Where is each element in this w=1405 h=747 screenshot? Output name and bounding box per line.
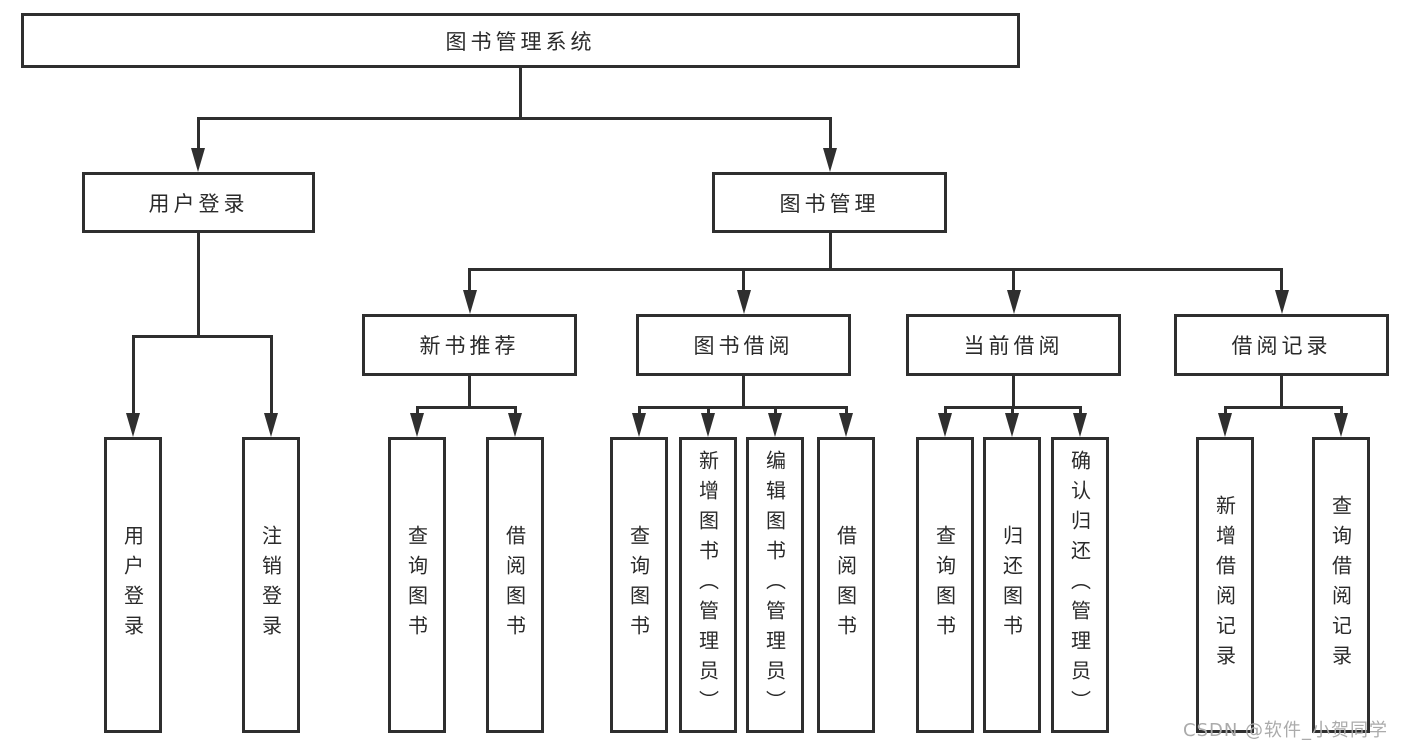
node-current-borrowing: 当前借阅 <box>906 314 1121 376</box>
connector-line <box>1012 376 1015 409</box>
arrow-down <box>823 148 837 172</box>
arrow-down <box>1006 290 1021 314</box>
arrow-down <box>126 413 140 437</box>
arrow-down <box>632 413 646 437</box>
leaf-query-books-borrowing-label: 查询图书 <box>626 525 651 645</box>
node-book-borrowing: 图书借阅 <box>636 314 851 376</box>
connector-line <box>519 68 522 118</box>
leaf-query-borrow-record-label: 查询借阅记录 <box>1328 495 1353 675</box>
arrow-down <box>1005 413 1019 437</box>
connector-line <box>637 405 641 420</box>
connector-line <box>1280 376 1283 409</box>
connector-line <box>269 334 273 418</box>
connector-line <box>468 376 471 409</box>
arrow-down <box>1334 413 1348 437</box>
connector-line <box>742 376 745 409</box>
arrow-down <box>191 148 205 172</box>
connector-line <box>706 405 710 420</box>
leaf-add-books-admin-label: 新增图书（管理员） <box>695 450 720 720</box>
node-borrowing-records: 借阅记录 <box>1174 314 1389 376</box>
connector-line <box>637 405 848 409</box>
leaf-query-books-recommend-label: 查询图书 <box>404 525 429 645</box>
leaf-confirm-return-admin: 确认归还（管理员） <box>1051 437 1109 733</box>
leaf-query-books-current-label: 查询图书 <box>932 525 957 645</box>
node-book-management-label: 图书管理 <box>779 191 880 216</box>
node-book-management: 图书管理 <box>712 172 947 233</box>
node-borrowing-records-label: 借阅记录 <box>1231 334 1332 358</box>
connector-line <box>1223 405 1343 409</box>
leaf-borrow-books-recommend: 借阅图书 <box>486 437 544 733</box>
connector-line <box>943 405 947 420</box>
connector-line <box>844 405 848 420</box>
connector-line <box>1223 405 1227 420</box>
connector-line <box>131 334 273 338</box>
connector-line <box>828 116 832 153</box>
node-user-login: 用户登录 <box>82 172 315 233</box>
node-new-book-recommend-label: 新书推荐 <box>419 334 520 358</box>
arrow-down <box>938 413 952 437</box>
arrow-down <box>1073 413 1087 437</box>
connector-line <box>742 267 745 296</box>
arrow-down <box>462 290 477 314</box>
arrow-down <box>736 290 751 314</box>
arrow-down <box>701 413 715 437</box>
leaf-borrow-books-label: 借阅图书 <box>833 525 858 645</box>
connector-line <box>828 233 832 270</box>
connector-line <box>513 405 517 420</box>
arrow-down <box>1218 413 1232 437</box>
leaf-add-books-admin: 新增图书（管理员） <box>679 437 737 733</box>
leaf-query-books-current: 查询图书 <box>916 437 974 733</box>
node-library-system-label: 图书管理系统 <box>445 29 596 54</box>
connector-line <box>196 116 200 153</box>
node-new-book-recommend: 新书推荐 <box>362 314 577 376</box>
node-current-borrowing-label: 当前借阅 <box>963 334 1064 358</box>
leaf-return-books: 归还图书 <box>983 437 1041 733</box>
leaf-logout-label: 注销登录 <box>258 525 283 645</box>
arrow-down <box>264 413 278 437</box>
leaf-return-books-label: 归还图书 <box>999 525 1024 645</box>
leaf-user-login: 用户登录 <box>104 437 162 733</box>
node-user-login-label: 用户登录 <box>148 191 249 216</box>
leaf-query-borrow-record: 查询借阅记录 <box>1312 437 1370 733</box>
connector-line <box>1339 405 1343 420</box>
connector-line <box>468 267 1283 271</box>
connector-line <box>773 405 777 420</box>
connector-line <box>1012 267 1015 296</box>
leaf-query-books-recommend: 查询图书 <box>388 437 446 733</box>
leaf-borrow-books: 借阅图书 <box>817 437 875 733</box>
connector-line <box>1078 405 1082 420</box>
arrow-down <box>508 413 522 437</box>
leaf-borrow-books-recommend-label: 借阅图书 <box>502 525 527 645</box>
connector-line <box>468 267 471 296</box>
leaf-add-borrow-record-label: 新增借阅记录 <box>1212 495 1237 675</box>
arrow-down <box>768 413 782 437</box>
csdn-watermark: CSDN @软件_小贺同学 <box>1183 720 1389 741</box>
leaf-edit-books-admin: 编辑图书（管理员） <box>746 437 804 733</box>
leaf-edit-books-admin-label: 编辑图书（管理员） <box>762 450 787 720</box>
connector-line <box>415 405 517 409</box>
leaf-query-books-borrowing: 查询图书 <box>610 437 668 733</box>
connector-line <box>196 116 832 120</box>
leaf-user-login-label: 用户登录 <box>120 525 145 645</box>
leaf-logout: 注销登录 <box>242 437 300 733</box>
connector-line <box>1280 267 1283 296</box>
node-library-system: 图书管理系统 <box>21 13 1020 68</box>
connector-line <box>1010 405 1014 420</box>
arrow-down <box>1274 290 1289 314</box>
leaf-confirm-return-admin-label: 确认归还（管理员） <box>1067 450 1092 720</box>
node-book-borrowing-label: 图书借阅 <box>693 334 794 358</box>
arrow-down <box>839 413 853 437</box>
arrow-down <box>410 413 424 437</box>
connector-line <box>196 233 200 337</box>
leaf-add-borrow-record: 新增借阅记录 <box>1196 437 1254 733</box>
connector-line <box>131 334 135 418</box>
connector-line <box>415 405 419 420</box>
